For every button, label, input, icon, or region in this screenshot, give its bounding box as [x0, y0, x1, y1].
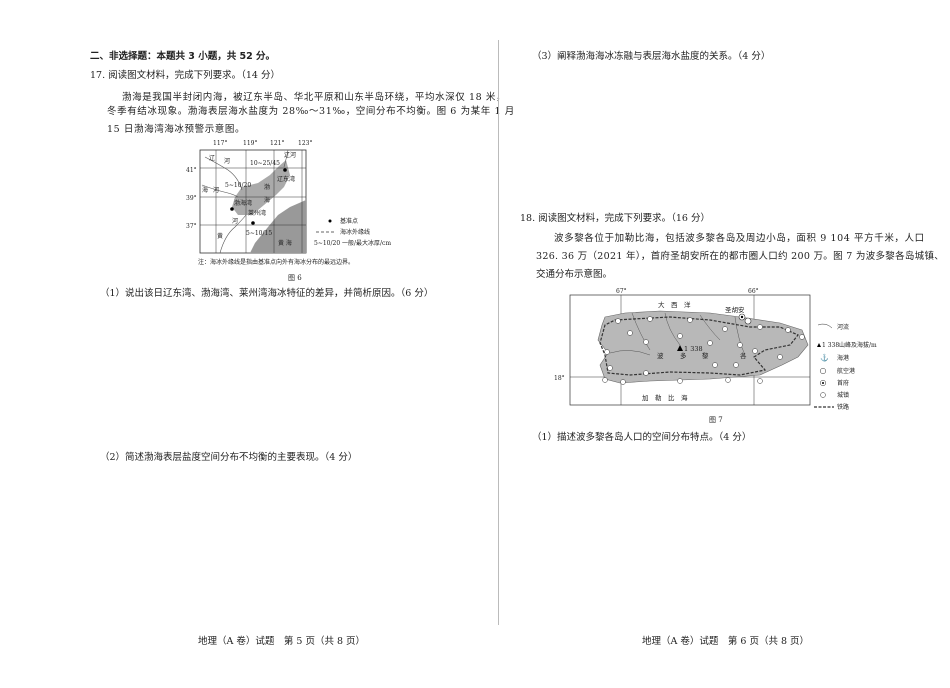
- legend-label: 河流: [837, 323, 849, 331]
- peak-icon: [677, 345, 683, 351]
- legend-river-icon: [817, 323, 833, 329]
- legend-seaport-icon: ⚓: [820, 353, 829, 362]
- latitude-label: 41°: [186, 167, 197, 174]
- reference-point: [251, 221, 255, 225]
- question-17-sub-1: （1）说出该日辽东湾、渤海湾、莱州湾海冰特征的差异，并简析原因。（6 分）: [100, 288, 434, 299]
- legend-label: 海冰外缘线: [340, 228, 370, 236]
- map-label: 辽东湾: [277, 175, 295, 183]
- latitude-label: 37°: [186, 223, 197, 230]
- map-label: 加 勒 比 海: [642, 393, 688, 402]
- map-label: 河: [224, 157, 230, 165]
- map-label: 海: [264, 196, 270, 204]
- map-label: 渤海湾: [234, 199, 252, 207]
- legend-label: 1 338: [822, 342, 839, 349]
- map-label: 黄 海: [278, 239, 292, 247]
- longitude-label: 66°: [748, 288, 759, 295]
- legend-label: 航空港: [837, 367, 855, 375]
- ice-thickness-label: 10~25/45: [250, 160, 280, 167]
- legend-label: 一般/最大冰厚/cm: [342, 239, 391, 247]
- map-label: 各: [740, 351, 747, 360]
- question-17-sub-2: （2）简述渤海表层盐度空间分布不均衡的主要表现。（4 分）: [100, 452, 358, 463]
- towns: [602, 316, 805, 385]
- page-divider: [498, 40, 499, 625]
- map-label: 黄: [217, 232, 223, 240]
- legend-label: 首府: [837, 379, 849, 387]
- question-17-title: 17. 阅读图文材料，完成下列要求。（14 分）: [90, 70, 280, 81]
- question-18-paragraph-line: 交通分布示意图。: [536, 269, 613, 280]
- figure-caption: 图 6: [288, 274, 302, 282]
- legend-point-icon: [328, 219, 332, 223]
- page-footer-left: 地理（A 卷）试题 第 5 页（共 8 页）: [198, 636, 366, 647]
- question-17-paragraph-line: 渤海是我国半封闭内海，被辽东半岛、华北平原和山东半岛环绕，平均水深仅 18 米，: [122, 92, 507, 103]
- river: [283, 149, 289, 168]
- latitude-label: 18°: [554, 375, 565, 382]
- map-label: 波: [657, 351, 664, 360]
- railway: [599, 316, 799, 376]
- map-label: 海: [202, 186, 208, 194]
- question-18-paragraph-line: 波多黎各位于加勒比海，包括波多黎各岛及周边小岛，面积 9 104 平方千米，人口: [554, 233, 925, 244]
- longitude-label: 119°: [243, 140, 257, 147]
- question-18-sub-1: （1）描述波多黎各岛人口的空间分布特点。（4 分）: [532, 432, 752, 443]
- legend-label: 山峰及海拔/m: [839, 341, 877, 349]
- question-18-title: 18. 阅读图文材料，完成下列要求。（16 分）: [520, 213, 710, 224]
- bohai-sea-area: [232, 160, 290, 215]
- legend-peak-icon: [817, 343, 821, 347]
- map-label: 辽河: [284, 151, 296, 159]
- legend-label: 铁路: [837, 403, 849, 411]
- map-label: 圣胡安: [725, 305, 745, 314]
- legend-capital-icon: [819, 379, 827, 387]
- map-label: 河: [232, 217, 238, 225]
- figure-6-bohai-ice-map: 117° 119° 121° 123° 41° 39° 37° 辽 河 辽河 海…: [186, 140, 391, 282]
- map-label: 辽: [209, 154, 215, 162]
- map-label: 莱州湾: [248, 209, 266, 217]
- river: [201, 184, 239, 198]
- longitude-label: 121°: [270, 140, 284, 147]
- yellow-river: [219, 214, 247, 254]
- longitude-label: 123°: [298, 140, 312, 147]
- question-17-paragraph-line: 15 日渤海湾海冰预警示意图。: [107, 124, 246, 135]
- longitude-label: 67°: [616, 288, 627, 295]
- question-17-sub-3: （3）阐释渤海海冰冻融与表层海水盐度的关系。（4 分）: [532, 51, 771, 62]
- page-footer-right: 地理（A 卷）试题 第 6 页（共 8 页）: [642, 636, 810, 647]
- river: [664, 312, 681, 346]
- ice-thickness-label: 5~10/15: [246, 230, 272, 237]
- river: [204, 156, 243, 191]
- ice-thickness-label: 5~10/20: [225, 182, 251, 189]
- question-18-paragraph-line: 326. 36 万（2021 年），首府圣胡安所在的都市圈人口约 200 万。图…: [536, 251, 945, 262]
- river: [609, 350, 651, 356]
- yellow-sea-land: [250, 200, 306, 253]
- river: [699, 314, 721, 341]
- map-label: 多: [680, 351, 687, 360]
- airport-icon: [744, 317, 752, 325]
- legend-label: 基准点: [340, 217, 358, 225]
- map-label: 黎: [702, 351, 709, 360]
- section-heading: 二、非选择题：本题共 3 小题，共 52 分。: [90, 51, 276, 62]
- latitude-label: 39°: [186, 195, 197, 202]
- question-17-paragraph-line: 冬季有结冰现象。渤海表层海水盐度为 28‰～31‰，空间分布不均衡。图 6 为某…: [107, 106, 515, 117]
- longitude-label: 117°: [213, 140, 227, 147]
- puerto-rico-island: [597, 310, 809, 384]
- figure-caption: 图 7: [709, 416, 723, 424]
- reference-point: [283, 168, 287, 172]
- river: [734, 316, 746, 356]
- figure-note: 注：海冰外缘线是指由基准点向外有海冰分布的最远边界。: [198, 258, 354, 266]
- river: [631, 312, 651, 351]
- map-label: 大 西 洋: [658, 300, 691, 309]
- peak-elevation-label: 1 338: [684, 345, 703, 353]
- legend-airport-icon: [819, 367, 827, 375]
- map-label: 渤: [264, 183, 270, 191]
- legend-label: 海港: [837, 354, 849, 362]
- legend-label: 5~10/20: [314, 240, 340, 247]
- figure-7-puerto-rico-map: 67° 66° 18° 大 西 洋 加 勒 比 海 圣胡安 1 338 波 多 …: [554, 288, 877, 424]
- reference-point: [230, 207, 234, 211]
- legend-town-icon: [820, 392, 826, 398]
- map-label: 河: [213, 186, 219, 194]
- legend-label: 城镇: [837, 391, 849, 399]
